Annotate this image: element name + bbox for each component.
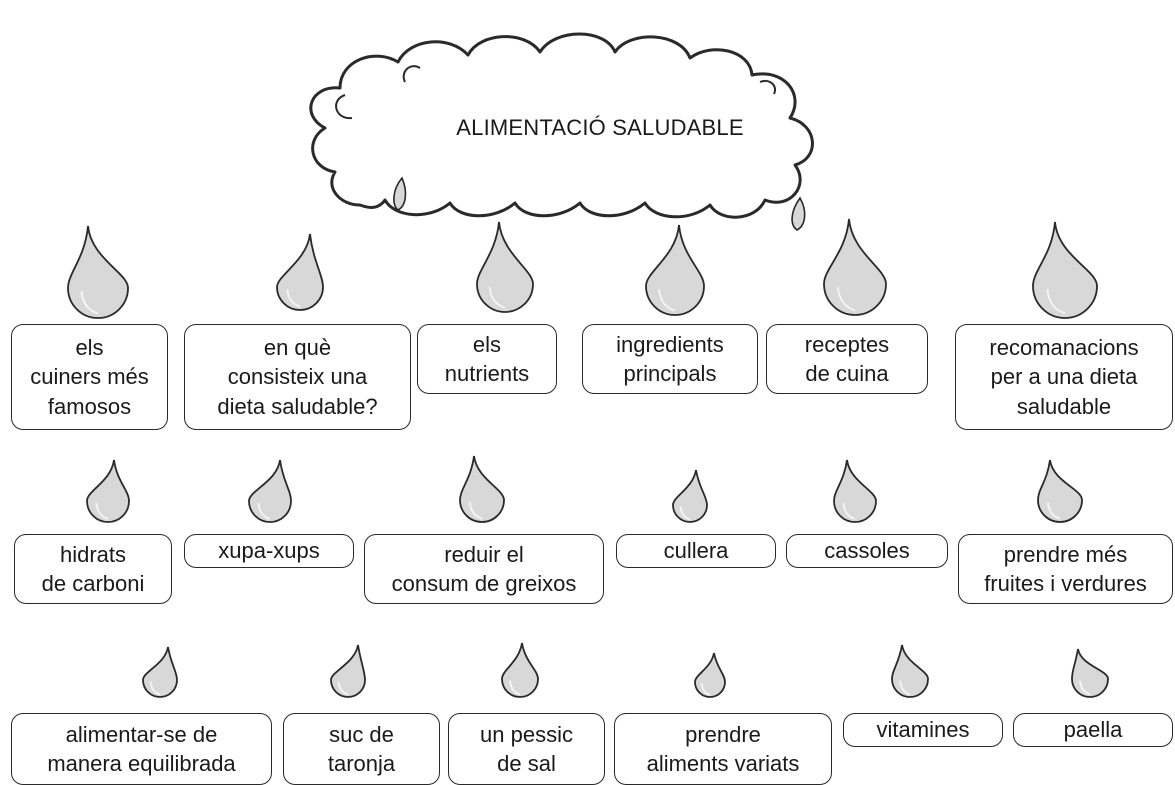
card-recipes: receptes de cuina: [766, 324, 928, 394]
card-lollipops: xupa-xups: [184, 534, 354, 568]
rain-drop-highlight: [468, 502, 483, 520]
rain-drop-icon: [823, 218, 887, 316]
rain-drop-highlight: [95, 502, 109, 520]
card-pinch-of-salt: un pessic de sal: [448, 713, 605, 785]
card-balanced-eating: alimentar-se de manera equilibrada: [11, 713, 272, 785]
rain-drop-icon: [891, 644, 929, 698]
rain-drop-highlight: [1046, 502, 1061, 520]
rain-drop-highlight: [679, 506, 691, 521]
rain-drop-icon: [86, 459, 130, 523]
rain-drop-highlight: [488, 286, 506, 309]
card-orange-juice: suc de taronja: [283, 713, 440, 785]
card-paella: paella: [1013, 713, 1173, 747]
diagram-title: ALIMENTACIÓ SALUDABLE: [456, 115, 744, 140]
rain-drop-icon: [476, 221, 534, 313]
rain-drop-highlight: [1079, 680, 1091, 696]
card-famous-chefs: els cuiners més famosos: [11, 324, 168, 430]
rain-drop-highlight: [257, 502, 271, 520]
rain-drop-icon: [672, 469, 708, 523]
rain-drop-highlight: [899, 680, 911, 696]
card-healthy-diet-definition: en què consisteix una dieta saludable?: [184, 324, 411, 430]
rain-drop-highlight: [286, 289, 301, 308]
cloud-shape: [309, 32, 814, 231]
card-main-ingredients: ingredients principals: [582, 324, 758, 394]
rain-drop-icon: [276, 233, 324, 311]
rain-drop-icon: [1032, 221, 1098, 319]
card-varied-foods: prendre aliments variats: [614, 713, 832, 785]
rain-drop-icon: [67, 225, 129, 319]
drops-group: [67, 218, 1109, 698]
card-vitamins: vitamines: [843, 713, 1003, 747]
rain-drop-icon: [694, 652, 726, 698]
card-more-fruits-vegetables: prendre més fruites i verdures: [958, 534, 1173, 604]
rain-drop-highlight: [337, 681, 349, 696]
card-diet-recommendations: recomanacions per a una dieta saludable: [955, 324, 1173, 430]
rain-drop-highlight: [700, 683, 711, 696]
rain-drop-icon: [1071, 648, 1109, 698]
rain-drop-icon: [1037, 459, 1083, 523]
rain-drop-icon: [142, 646, 178, 698]
rain-drop-icon: [459, 455, 505, 523]
rain-drop-highlight: [509, 680, 521, 696]
rain-drop-icon: [833, 459, 877, 523]
rain-drop-highlight: [658, 288, 676, 312]
rain-drop-icon: [645, 224, 705, 316]
card-carbohydrates: hidrats de carboni: [14, 534, 172, 604]
card-reduce-fats: reduir el consum de greixos: [364, 534, 604, 604]
rain-drop-highlight: [842, 502, 856, 520]
rain-drop-highlight: [1046, 289, 1066, 315]
rain-drop-highlight: [149, 681, 161, 696]
rain-drop-highlight: [80, 290, 99, 315]
card-nutrients: els nutrients: [417, 324, 557, 394]
rain-drop-icon: [501, 642, 539, 698]
card-casseroles: cassoles: [786, 534, 948, 568]
rain-drop-highlight: [836, 287, 856, 312]
rain-drop-icon: [248, 459, 292, 523]
card-spoon: cullera: [616, 534, 776, 568]
rain-drop-icon: [330, 644, 366, 698]
